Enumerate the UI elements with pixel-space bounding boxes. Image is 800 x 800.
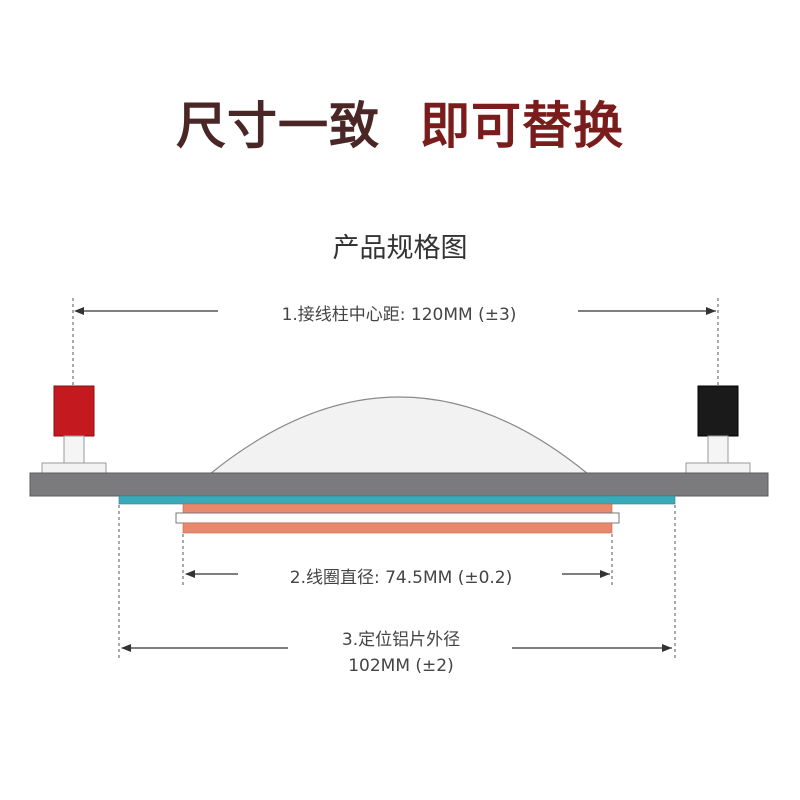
plate-diameter-label-line1: 3.定位铝片外径 (290, 625, 512, 650)
arrow-right-icon (662, 644, 672, 652)
coil-diameter-dimension (182, 534, 613, 588)
terminal-positive-cap (53, 385, 95, 437)
voice-coil (175, 503, 620, 534)
terminal-negative (685, 385, 751, 475)
mounting-plate (29, 472, 769, 497)
terminal-post (707, 435, 729, 465)
positioning-aluminum-plate (118, 495, 676, 505)
terminal-negative-cap (697, 385, 739, 437)
terminal-positive (41, 385, 107, 475)
coil-spacer (175, 512, 620, 524)
headline: 尺寸一致即可替换 (0, 86, 800, 158)
arrow-right-icon (706, 307, 716, 315)
terminal-spacing-dimension (72, 298, 719, 432)
terminal-post (63, 435, 85, 465)
coil-diameter-label: 2.线圈直径: 74.5MM (±0.2) (240, 563, 562, 588)
headline-part2: 即可替换 (420, 97, 624, 155)
coil-layer-bottom (182, 522, 613, 534)
headline-part1: 尺寸一致 (176, 97, 380, 155)
arrow-left-icon (185, 570, 195, 578)
diagram-title: 产品规格图 (332, 233, 468, 264)
terminal-base (41, 462, 107, 475)
terminal-spacing-label: 1.接线柱中心距: 120MM (±3) (220, 300, 578, 325)
diaphragm-dome (208, 396, 590, 475)
plate-diameter-dimension (118, 505, 676, 660)
coil-layer-top (182, 503, 613, 514)
arrow-right-icon (600, 570, 610, 578)
arrow-left-icon (74, 307, 84, 315)
terminal-base (685, 462, 751, 475)
plate-diameter-label-line2: 102MM (±2) (290, 656, 512, 676)
arrow-left-icon (121, 644, 131, 652)
